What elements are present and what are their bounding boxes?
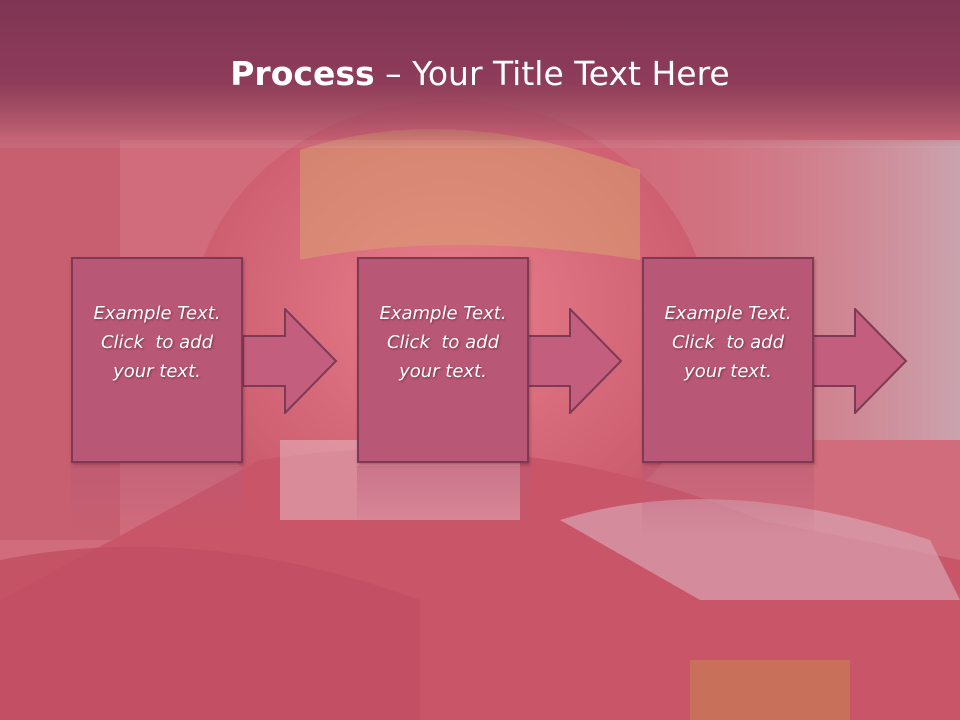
step-1-line-2: Click to add <box>100 331 213 353</box>
step-2-line-2: Click to add <box>386 331 499 353</box>
process-step-1[interactable]: Example Text. Click to add your text. <box>71 257 243 463</box>
step-1-text[interactable]: Example Text. Click to add your text. <box>83 299 230 386</box>
process-step-3[interactable]: Example Text. Click to add your text. <box>642 257 814 463</box>
step-3-line-1: Example Text. <box>664 302 792 324</box>
arrow-right-icon <box>242 308 338 414</box>
step-3-reflection <box>642 466 814 536</box>
step-1-reflection <box>71 466 243 536</box>
step-2-line-1: Example Text. <box>379 302 507 324</box>
step-3-text[interactable]: Example Text. Click to add your text. <box>654 299 801 386</box>
arrow-right-icon <box>527 308 623 414</box>
slide-title[interactable]: Process – Your Title Text Here <box>0 52 960 96</box>
title-bold: Process <box>230 54 375 93</box>
step-3-line-3: your text. <box>684 360 772 382</box>
arrow-right-icon <box>812 308 908 414</box>
step-1-line-1: Example Text. <box>93 302 221 324</box>
step-2-reflection <box>357 466 529 536</box>
step-2-line-3: your text. <box>399 360 487 382</box>
title-band <box>0 0 960 150</box>
title-rest: – Your Title Text Here <box>374 54 730 93</box>
process-step-2[interactable]: Example Text. Click to add your text. <box>357 257 529 463</box>
step-3-line-2: Click to add <box>671 331 784 353</box>
step-2-text[interactable]: Example Text. Click to add your text. <box>369 299 516 386</box>
step-1-line-3: your text. <box>113 360 201 382</box>
